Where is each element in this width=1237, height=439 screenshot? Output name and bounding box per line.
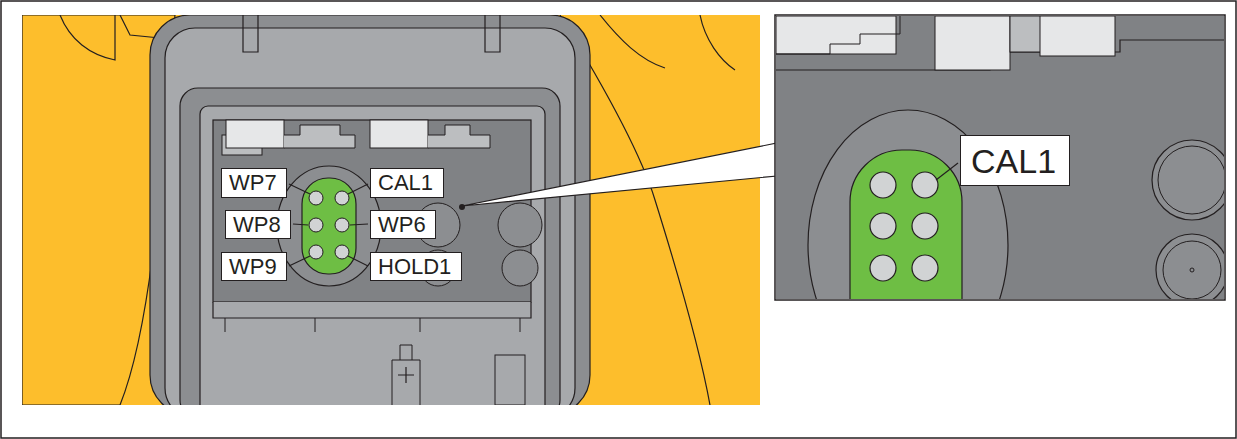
pin-label-box: WP9 bbox=[221, 252, 287, 281]
pin-name: WP8 bbox=[233, 214, 283, 236]
pin-name: WP7 bbox=[229, 172, 279, 194]
zoom-detail bbox=[776, 16, 1224, 299]
pin-label-box: WP7 bbox=[221, 168, 287, 198]
pin-label-box: CAL1 bbox=[370, 168, 444, 198]
pin-label-box: WP6 bbox=[370, 210, 436, 239]
pin-name: WP6 bbox=[378, 214, 428, 236]
pin-name: CAL1 bbox=[378, 172, 436, 194]
zoom-pointer bbox=[462, 143, 777, 206]
test-pins bbox=[309, 191, 349, 259]
pin-label-box: CAL1 bbox=[960, 135, 1070, 186]
leader-lines bbox=[289, 163, 958, 266]
test-pad bbox=[302, 178, 356, 274]
pin-label-box: WP8 bbox=[225, 210, 291, 239]
pin-label-box: HOLD1 bbox=[370, 252, 462, 281]
pin-name: WP9 bbox=[229, 256, 279, 278]
pin-name: HOLD1 bbox=[378, 256, 454, 278]
meter-back bbox=[22, 15, 760, 405]
pin-name: CAL1 bbox=[971, 144, 1059, 178]
